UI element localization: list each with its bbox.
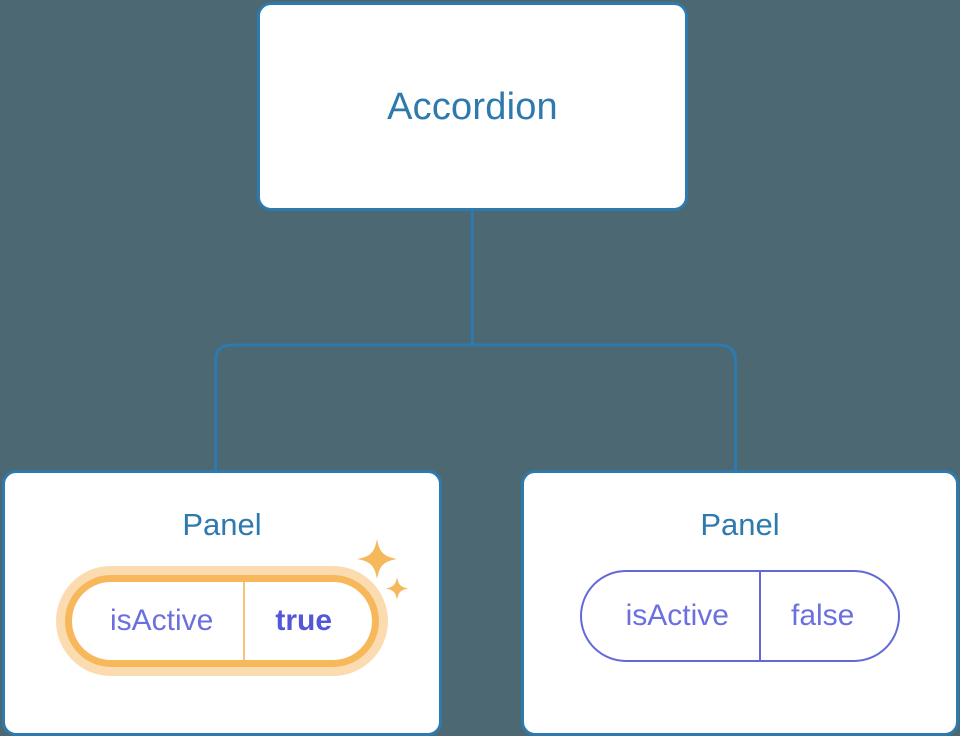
prop-pill-highlight-ring: isActive true xyxy=(55,566,389,676)
node-title-accordion: Accordion xyxy=(387,85,558,128)
prop-key-label: isActive xyxy=(109,604,214,637)
connector-branch-bus xyxy=(214,343,737,470)
prop-value-label: true xyxy=(243,582,372,660)
prop-value-label: false xyxy=(758,572,898,660)
node-title-panel-inactive: Panel xyxy=(700,507,780,542)
node-title-panel-active: Panel xyxy=(182,507,262,542)
prop-pill-is-active-true[interactable]: isActive true xyxy=(64,575,380,667)
node-card-panel-active[interactable]: Panel isActive true xyxy=(2,470,442,736)
prop-key-label: isActive xyxy=(625,599,729,632)
prop-pill-is-active-false[interactable]: isActive false xyxy=(579,570,901,662)
node-card-accordion[interactable]: Accordion xyxy=(257,2,688,211)
sparkle-small-icon xyxy=(385,577,409,600)
sparkle-large-icon xyxy=(357,539,397,579)
node-card-panel-inactive[interactable]: Panel isActive false xyxy=(521,470,959,736)
